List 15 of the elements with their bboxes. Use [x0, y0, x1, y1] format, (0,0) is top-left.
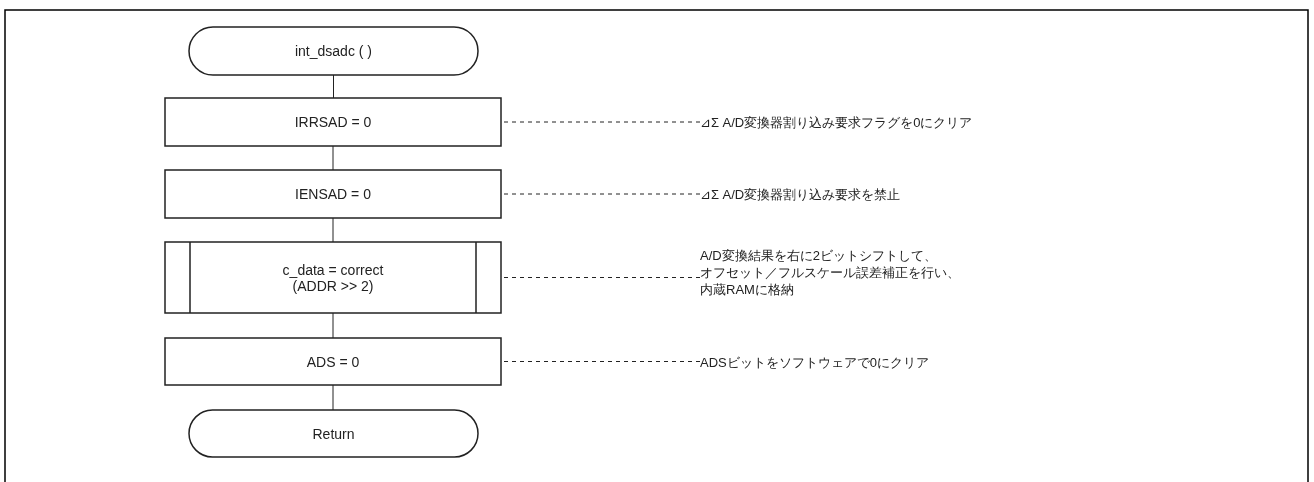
annotation-text: A/D変換結果を右に2ビットシフトして、オフセット／フルスケール誤差補正を行い、内蔵RAMに格納 [700, 246, 961, 298]
node-label: c_data = correct (ADDR >> 2) [281, 261, 385, 294]
flow-line [332, 312, 334, 339]
node-label: ADS = 0 [306, 353, 360, 370]
node-label: IRRSAD = 0 [294, 114, 372, 130]
flow-line [333, 74, 334, 99]
annotation-text: ⊿Σ A/D変換器割り込み要求フラグを0にクリア [700, 113, 973, 131]
node-label: Return [312, 425, 355, 442]
node-label: int_dsadc ( ) [294, 43, 372, 59]
annotation-text: ⊿Σ A/D変換器割り込み要求を禁止 [700, 185, 901, 203]
flow-line [332, 217, 334, 243]
node-label: IENSAD = 0 [295, 186, 371, 202]
flow-line [332, 145, 334, 171]
annotation-text: ADSビットをソフトウェアで0にクリア [700, 353, 929, 371]
flow-line [332, 384, 334, 411]
